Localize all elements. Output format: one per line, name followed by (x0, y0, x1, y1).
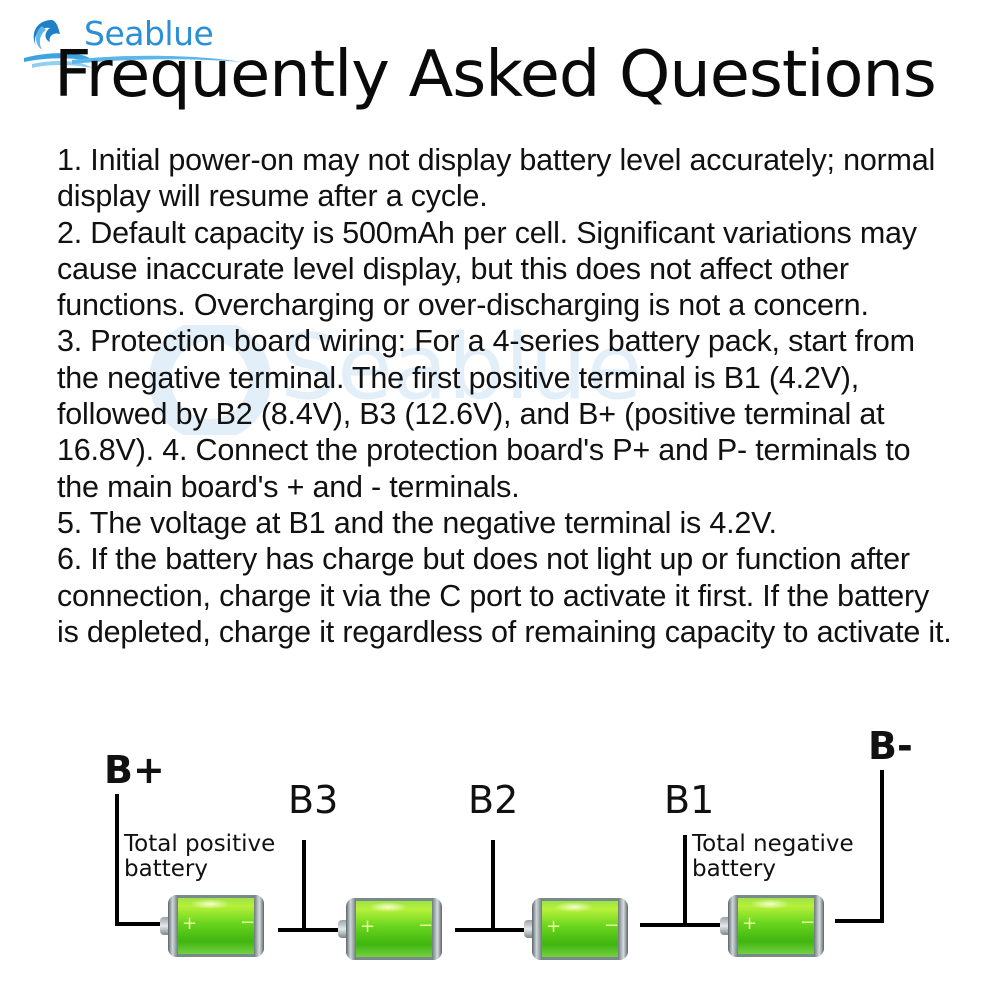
minus-icon: − (604, 915, 620, 936)
terminal-b1: B1 (664, 778, 715, 822)
wire-cell1-cell2 (278, 928, 348, 932)
terminal-b2: B2 (468, 778, 519, 822)
brand-logo: Seablue (22, 12, 242, 72)
wire-b3-vertical (302, 840, 306, 932)
faq-item-3-4: 3. Protection board wiring: For a 4-seri… (57, 324, 915, 504)
faq-item-2: 2. Default capacity is 500mAh per cell. … (57, 215, 917, 323)
wire-cell3-cell4 (640, 923, 725, 927)
battery-cell-1: + − (160, 895, 270, 957)
faq-item-1: 1. Initial power-on may not display batt… (57, 143, 936, 214)
faq-item-6: 6. If the battery has charge but does no… (57, 542, 952, 649)
terminal-b-plus: B+ (104, 748, 165, 792)
total-positive-label: Total positive battery (124, 831, 276, 882)
plus-icon: + (182, 913, 198, 934)
wire-b1-vertical (683, 835, 687, 927)
page-title: Frequently Asked Questions (54, 38, 937, 112)
total-negative-label: Total negative battery (692, 831, 854, 882)
wire-b-plus-horizontal (115, 922, 165, 926)
wire-b-minus-horizontal (835, 919, 884, 923)
faq-list: 1. Initial power-on may not display batt… (57, 142, 957, 650)
wire-b2-vertical (491, 840, 495, 932)
battery-cell-3: + − (524, 898, 634, 960)
battery-cell-4: + − (720, 895, 830, 957)
logo-swoosh-icon (72, 55, 242, 64)
minus-icon: − (418, 915, 434, 936)
faq-item-5: 5. The voltage at B1 and the negative te… (57, 505, 777, 540)
plus-icon: + (546, 916, 562, 937)
plus-icon: + (360, 916, 376, 937)
wire-b-minus-vertical (880, 770, 884, 923)
wire-b-plus-vertical (115, 794, 119, 926)
wiring-diagram: B+ B3 B2 B1 B- Total positive battery To… (0, 720, 1000, 1000)
terminal-b-minus: B- (868, 724, 913, 768)
minus-icon: − (800, 912, 816, 933)
terminal-b3: B3 (288, 778, 339, 822)
battery-cell-2: + − (338, 898, 448, 960)
brand-name: Seablue (84, 14, 214, 53)
plus-icon: + (742, 913, 758, 934)
wire-cell2-cell3 (455, 928, 530, 932)
minus-icon: − (240, 912, 256, 933)
